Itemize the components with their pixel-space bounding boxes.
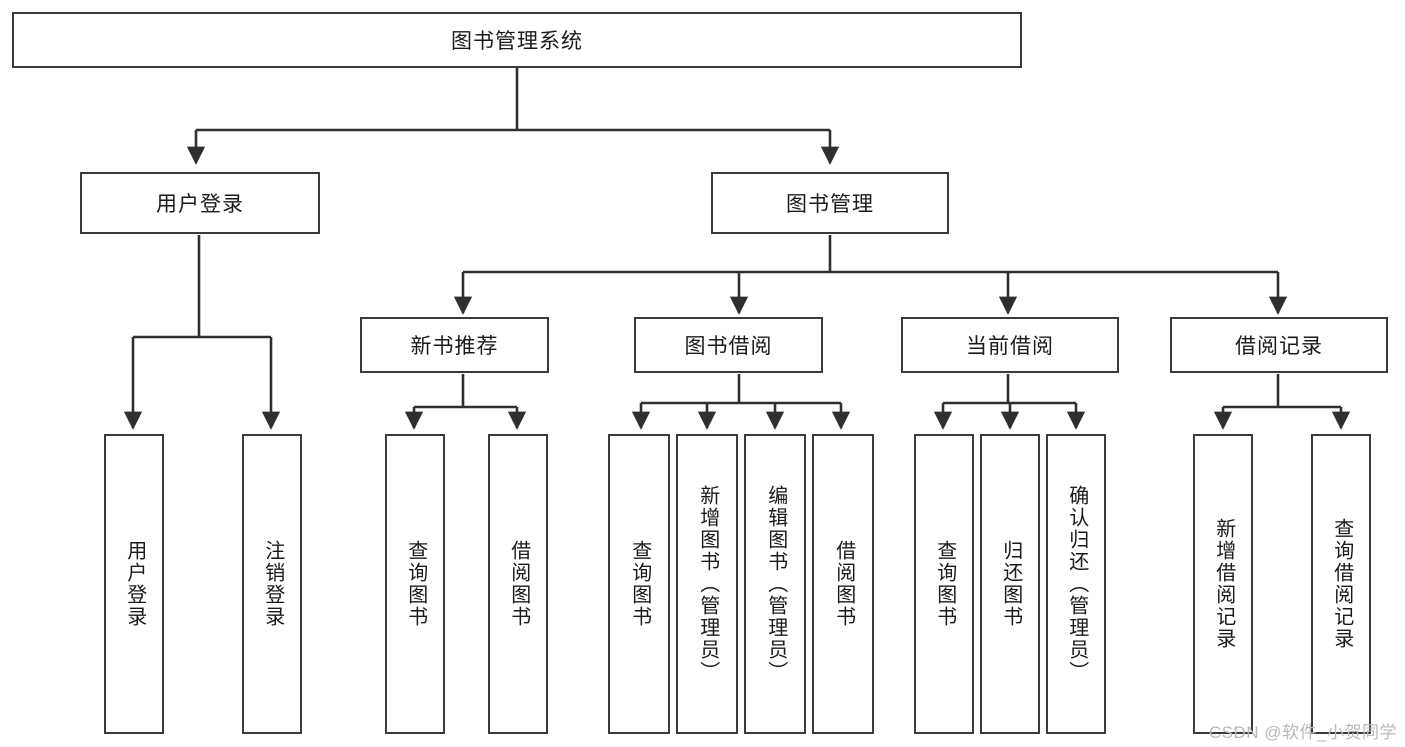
node-label: 确认归还（管理员） xyxy=(1065,485,1088,683)
leaf-current-query-book[interactable]: 查询图书 xyxy=(914,434,974,734)
leaf-record-add-record[interactable]: 新增借阅记录 xyxy=(1193,434,1253,734)
watermark: CSDN @软件_小贺同学 xyxy=(1208,723,1397,742)
leaf-borrow-edit-book[interactable]: 编辑图书（管理员） xyxy=(744,434,806,734)
leaf-borrow-add-book[interactable]: 新增图书（管理员） xyxy=(676,434,738,734)
node-label: 图书管理 xyxy=(786,193,874,216)
node-label: 新书推荐 xyxy=(410,335,499,358)
node-label: 编辑图书（管理员） xyxy=(764,485,787,683)
node-label: 借阅记录 xyxy=(1235,335,1323,358)
node-root[interactable]: 图书管理系统 xyxy=(12,12,1022,68)
leaf-user-logout[interactable]: 注销登录 xyxy=(242,434,302,734)
node-user-login[interactable]: 用户登录 xyxy=(80,172,320,234)
node-label: 查询图书 xyxy=(628,540,651,628)
node-label: 用户登录 xyxy=(123,540,146,628)
node-book-borrow[interactable]: 图书借阅 xyxy=(634,317,823,373)
node-label: 借阅图书 xyxy=(507,540,530,628)
node-label: 当前借阅 xyxy=(966,335,1054,358)
node-label: 借阅图书 xyxy=(832,540,855,628)
leaf-record-query-record[interactable]: 查询借阅记录 xyxy=(1311,434,1371,734)
leaf-borrow-borrow-book[interactable]: 借阅图书 xyxy=(812,434,874,734)
node-label: 图书借阅 xyxy=(684,335,773,358)
leaf-recommend-query-book[interactable]: 查询图书 xyxy=(385,434,445,734)
node-label: 用户登录 xyxy=(156,193,244,216)
node-label: 查询图书 xyxy=(933,540,956,628)
leaf-recommend-borrow-book[interactable]: 借阅图书 xyxy=(488,434,548,734)
node-current-borrow[interactable]: 当前借阅 xyxy=(901,317,1119,373)
node-label: 查询图书 xyxy=(404,540,427,628)
leaf-current-return-book[interactable]: 归还图书 xyxy=(980,434,1040,734)
leaf-borrow-query-book[interactable]: 查询图书 xyxy=(608,434,670,734)
node-label: 新增借阅记录 xyxy=(1212,518,1235,650)
node-borrow-record[interactable]: 借阅记录 xyxy=(1170,317,1388,373)
node-label: 查询借阅记录 xyxy=(1330,518,1353,650)
leaf-user-login[interactable]: 用户登录 xyxy=(104,434,164,734)
node-label: 新增图书（管理员） xyxy=(696,485,719,683)
node-label: 图书管理系统 xyxy=(451,30,583,53)
node-label: 注销登录 xyxy=(261,540,284,628)
node-label: 归还图书 xyxy=(999,540,1022,628)
node-book-management[interactable]: 图书管理 xyxy=(711,172,949,234)
node-new-book-recommend[interactable]: 新书推荐 xyxy=(360,317,549,373)
leaf-current-confirm-return[interactable]: 确认归还（管理员） xyxy=(1046,434,1106,734)
